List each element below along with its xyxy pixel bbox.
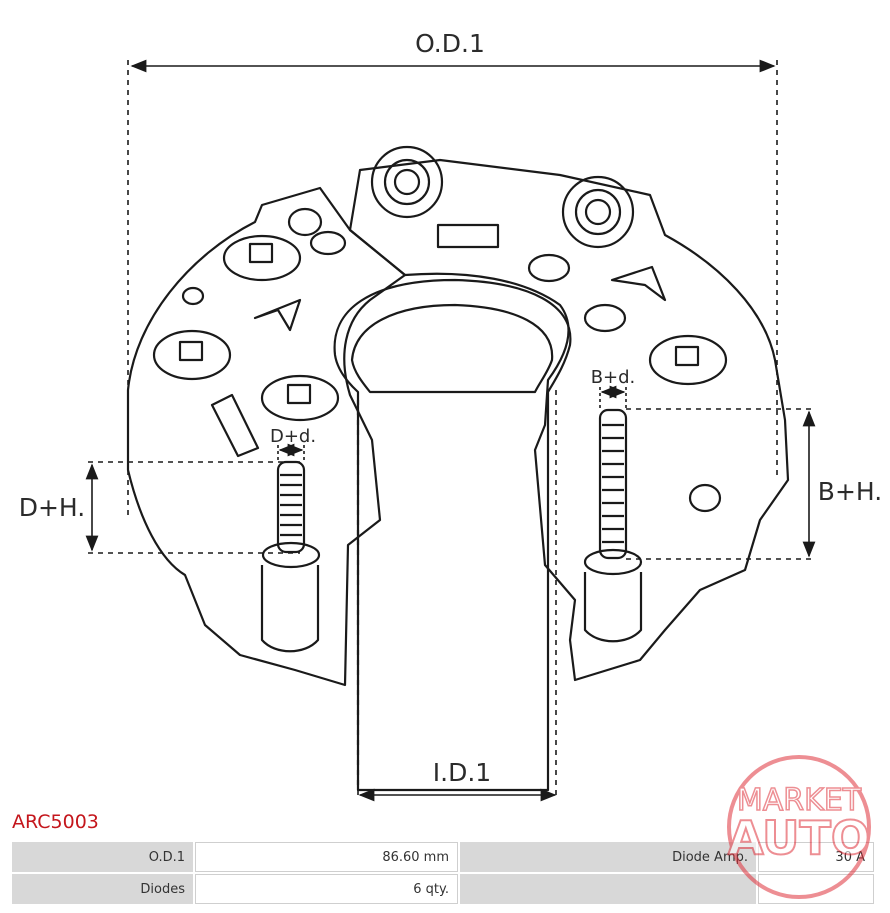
id-label: I.D.1 — [433, 758, 491, 787]
spec-label: Diodes — [12, 874, 193, 904]
od-label: O.D.1 — [415, 29, 485, 58]
bh-label: B+H. — [818, 477, 882, 506]
spec-label: O.D.1 — [12, 842, 193, 872]
center-opening-lip — [350, 303, 554, 394]
bolt-head-right — [561, 175, 635, 249]
table-row: Diodes 6 qty. — [12, 874, 874, 904]
rectifier-left-body — [126, 186, 407, 687]
table-row: O.D.1 86.60 mm Diode Amp. 30 A — [12, 842, 874, 872]
rectifier-right-body — [348, 158, 790, 682]
watermark-line1: MARKET — [737, 783, 862, 818]
spec-label: Diode Amp. — [460, 842, 756, 872]
spec-value: 86.60 mm — [195, 842, 458, 872]
spec-table: O.D.1 86.60 mm Diode Amp. 30 A Diodes 6 … — [10, 840, 876, 906]
bolt-head-top — [370, 145, 444, 219]
dd-label: D+d. — [270, 426, 316, 447]
right-stud — [583, 408, 643, 643]
part-code: ARC5003 — [12, 811, 99, 833]
market-auto-watermark: MARKET AUTO — [727, 755, 871, 899]
spec-label — [460, 874, 756, 904]
terminal-pad-left-mid — [152, 329, 232, 381]
dh-label: D+H. — [19, 493, 86, 522]
terminal-pad-left-low — [260, 374, 340, 422]
watermark-line2: AUTO — [728, 811, 870, 865]
terminal-pad-left-top — [222, 234, 302, 282]
bd-label: B+d. — [591, 367, 636, 388]
terminal-pad-right — [648, 334, 728, 386]
center-opening — [333, 278, 572, 792]
spec-value: 6 qty. — [195, 874, 458, 904]
left-stud — [260, 460, 321, 653]
spec-value — [758, 874, 874, 904]
